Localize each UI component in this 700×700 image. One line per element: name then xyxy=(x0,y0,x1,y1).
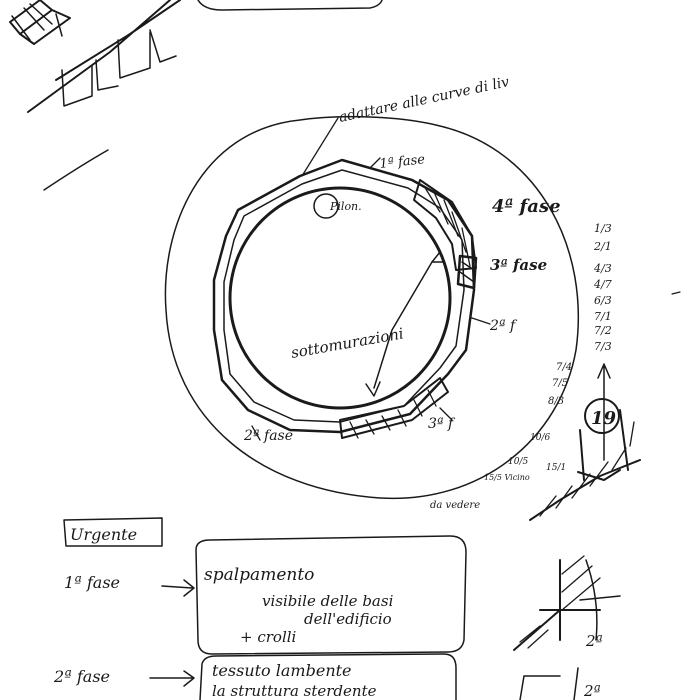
date-item: 2/1 xyxy=(593,240,612,253)
urgente-heading: Urgente xyxy=(70,525,137,544)
contour-line xyxy=(164,115,580,500)
note-da-vedere: da vedere xyxy=(430,500,480,511)
date-item: 7/5 xyxy=(552,378,568,389)
fase-2-line: la struttura sterdente xyxy=(212,682,377,700)
inner-courtyard xyxy=(228,186,452,410)
corner-sketch: 2ª 2ª xyxy=(513,555,621,700)
dates-list: 1/3 2/1 4/3 4/7 6/3 7/1 7/2 7/3 7/4 7/5 … xyxy=(484,222,612,482)
date-item: 8/3 xyxy=(548,396,564,407)
title-box-edge xyxy=(197,0,383,11)
section-detail: 19 xyxy=(529,363,641,521)
perspective-sketch xyxy=(9,0,181,113)
label-phase-3-right: 3ª fase xyxy=(490,256,547,274)
outer-wall xyxy=(212,158,476,434)
fase-1-line: dell'edificio xyxy=(304,610,392,628)
fase-2-line: tessuto lambente xyxy=(212,661,352,680)
fase-1-line: spalpamento xyxy=(204,565,314,585)
edge-tick xyxy=(671,291,681,295)
date-item: 7/1 xyxy=(594,310,612,323)
date-item: 15/5 Vicino xyxy=(484,473,530,482)
fase-1-line: + crolli xyxy=(240,628,297,646)
date-item: 1/3 xyxy=(594,222,612,235)
label-center: sottomurazioni xyxy=(290,324,406,362)
fase-2-arrow xyxy=(149,670,195,687)
date-item: 4/3 xyxy=(593,262,612,275)
fase-2-label: 2ª fase xyxy=(53,667,110,686)
fase-1-box xyxy=(195,535,467,655)
fase-1-arrow xyxy=(161,579,195,597)
date-item: 15/1 xyxy=(546,463,566,473)
site-plan xyxy=(164,115,580,500)
label-phase-1-top: 1ª fase xyxy=(379,152,426,172)
label-phase-3-bottom: 3ª f xyxy=(428,416,456,432)
date-item: 10/5 xyxy=(508,457,528,467)
date-item: 7/4 xyxy=(556,362,572,373)
date-item: 4/7 xyxy=(593,278,612,291)
stray-curve xyxy=(43,149,109,191)
date-item: 7/3 xyxy=(594,340,612,353)
fase-2-box xyxy=(199,653,457,700)
phase-4-hatch xyxy=(413,179,477,271)
label-adattare: adattare alle curve di liv xyxy=(338,74,511,126)
phase-3-hatch-bottom xyxy=(339,377,449,439)
circled-number: 19 xyxy=(591,408,617,429)
notes-block: Urgente 1ª fase spalpamento visibile del… xyxy=(53,517,467,700)
label-pilon: Pilon. xyxy=(329,200,362,213)
circled-number-ring xyxy=(584,398,620,434)
date-item: 7/2 xyxy=(594,324,612,337)
fase-1-label: 1ª fase xyxy=(64,573,120,592)
pilon-marker xyxy=(313,193,339,219)
corner-label: 2ª xyxy=(583,682,601,700)
phase-3-hatch-right xyxy=(456,254,478,290)
date-item: 10/6 xyxy=(530,433,550,443)
date-item: 6/3 xyxy=(594,294,612,307)
urgente-box xyxy=(63,517,163,547)
label-phase-4: 4ª fase xyxy=(492,196,561,217)
fase-1-line: visibile delle basi xyxy=(262,592,394,610)
corner-label: 2ª xyxy=(585,632,603,650)
label-phase-2-left: 2ª fase xyxy=(243,428,293,444)
label-phase-2-right: 2ª f xyxy=(489,318,518,334)
